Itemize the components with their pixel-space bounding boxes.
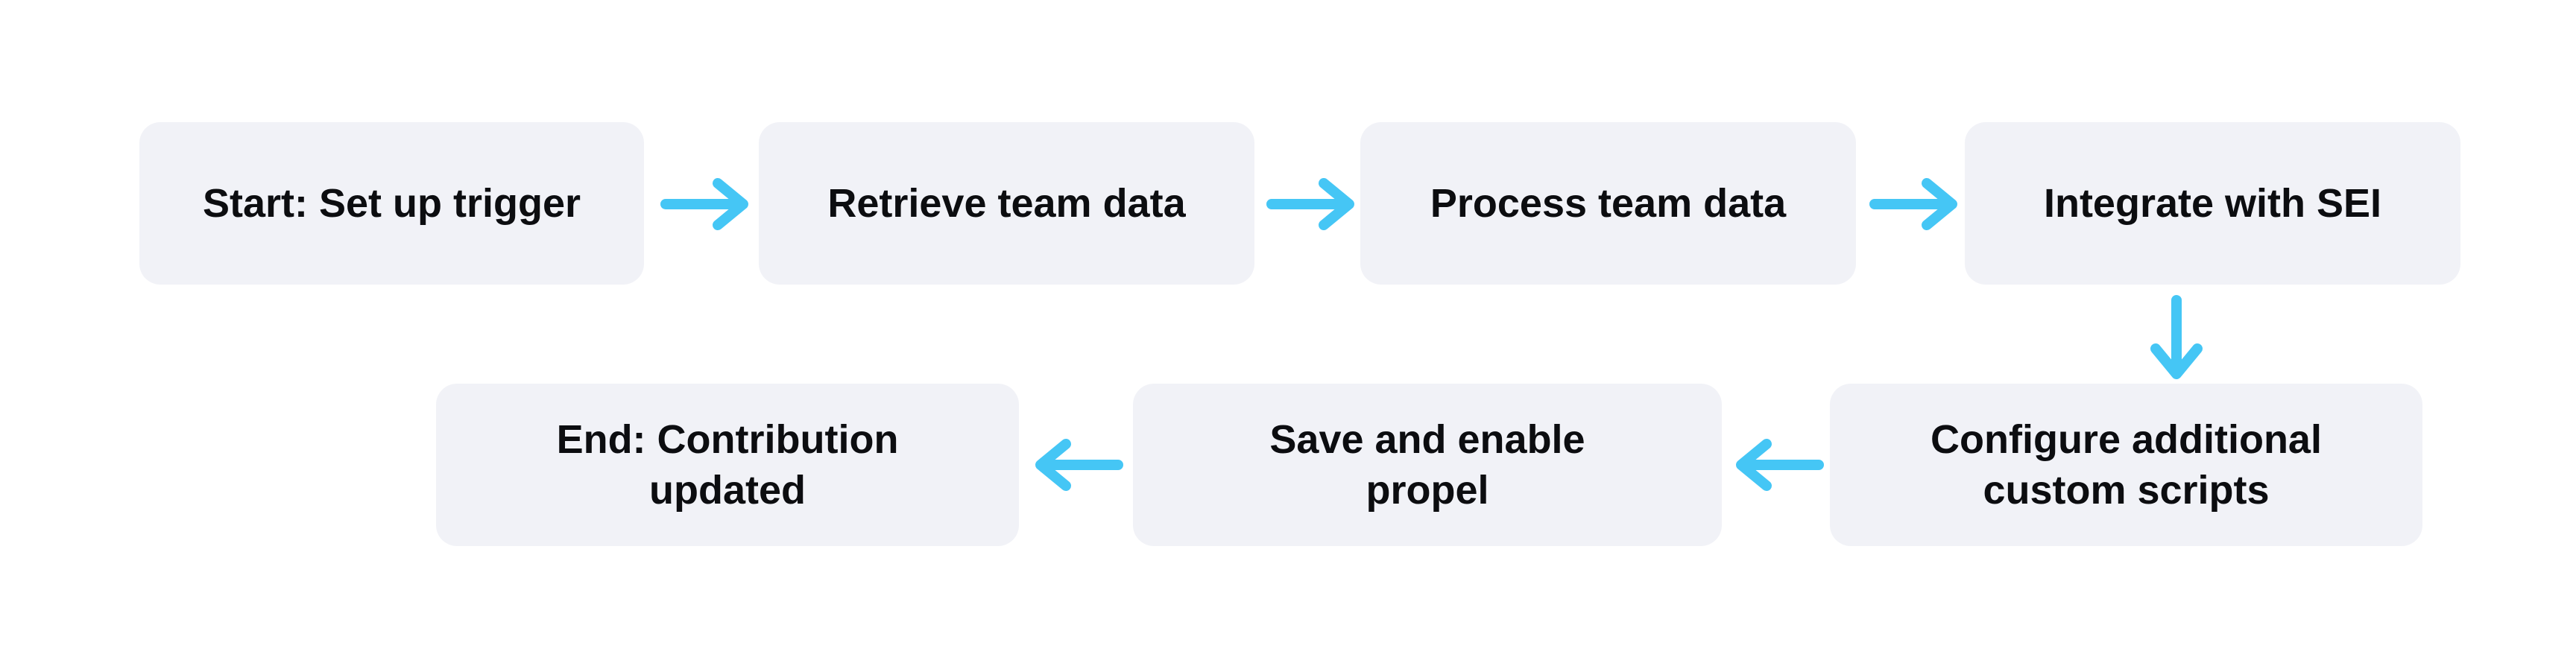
flow-node-process-team-data-label: Process team data [1430, 180, 1787, 226]
flow-node-save-and-enable-propel: Save and enable propel [1133, 384, 1722, 546]
arrow-left-icon [1035, 437, 1124, 492]
flow-node-save-and-enable-propel-label: Save and enable propel [1269, 416, 1585, 513]
flow-node-end: End: Contribution updated [436, 384, 1019, 546]
flow-node-start-label: Start: Set up trigger [202, 180, 581, 226]
flow-node-integrate-with-sei: Integrate with SEI [1965, 122, 2460, 285]
flow-node-configure-custom-scripts: Configure additional custom scripts [1830, 384, 2422, 546]
flow-node-integrate-with-sei-label: Integrate with SEI [2043, 180, 2382, 226]
flow-node-configure-custom-scripts-label: Configure additional custom scripts [1931, 416, 2322, 513]
arrow-right-icon [1869, 177, 1958, 232]
arrow-right-icon [660, 177, 749, 232]
arrow-right-icon [1266, 177, 1355, 232]
flow-node-retrieve-team-data-label: Retrieve team data [827, 180, 1186, 226]
flow-node-process-team-data: Process team data [1360, 122, 1856, 285]
arrow-left-icon [1735, 437, 1825, 492]
flow-node-retrieve-team-data: Retrieve team data [759, 122, 1254, 285]
flow-node-end-label: End: Contribution updated [556, 416, 899, 513]
flow-node-start: Start: Set up trigger [139, 122, 644, 285]
arrow-down-icon [2149, 294, 2204, 380]
